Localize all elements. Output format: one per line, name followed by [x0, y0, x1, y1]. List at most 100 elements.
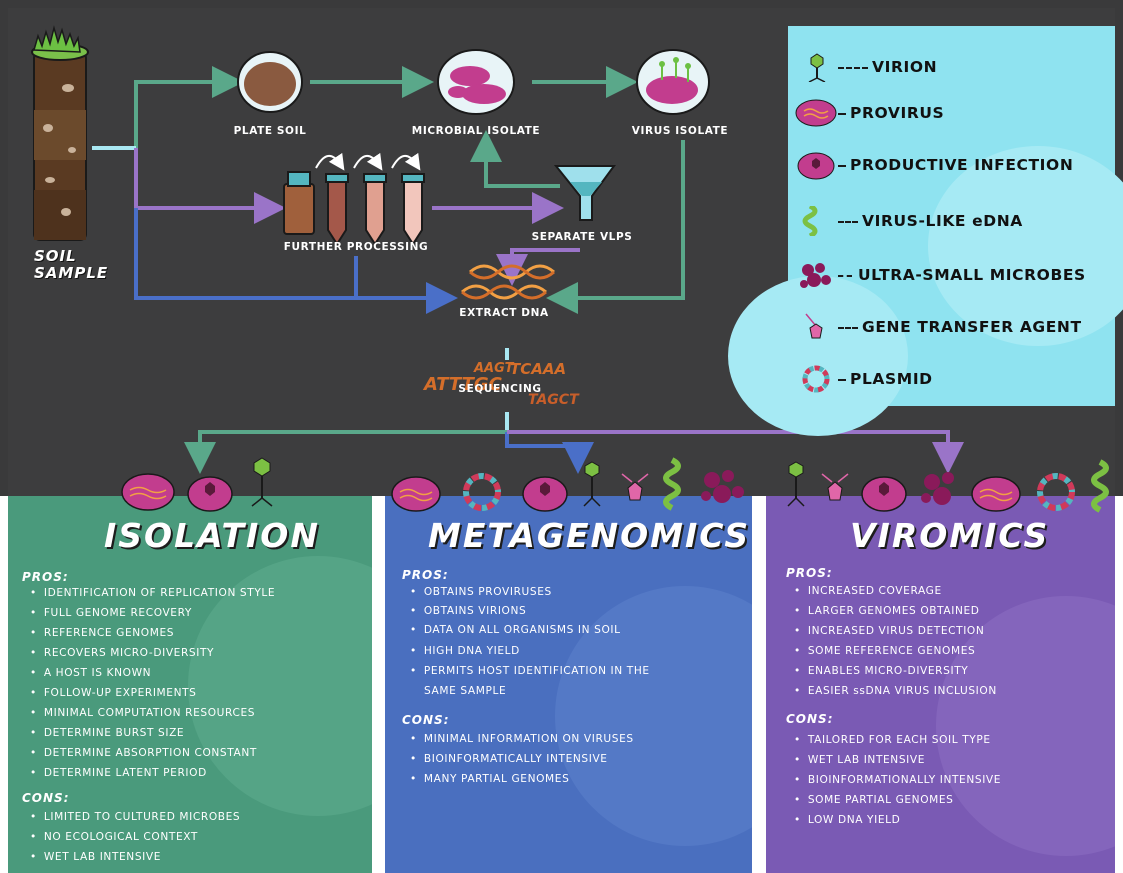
gene-transfer-agent-icon — [805, 313, 823, 339]
gene-transfer-agent-icon — [621, 473, 649, 501]
con-item: LIMITED TO CULTURED MICROBES — [30, 811, 240, 823]
pro-item: ENABLES MICRO-DIVERSITY — [794, 665, 968, 677]
pro-item: SAME SAMPLE — [424, 685, 507, 697]
pro-item: FOLLOW-UP EXPERIMENTS — [30, 687, 197, 699]
con-item: TAILORED FOR EACH SOIL TYPE — [794, 734, 991, 746]
con-item: NO ECOLOGICAL CONTEXT — [30, 831, 198, 843]
legend-dash — [838, 275, 852, 277]
plasmid-icon — [802, 365, 830, 393]
legend-label: PRODUCTIVE INFECTION — [850, 156, 1074, 174]
provirus-icon — [121, 473, 175, 511]
viromics-title: VIROMICS — [850, 516, 1050, 555]
pro-item: INCREASED COVERAGE — [794, 585, 942, 597]
pro-item: A HOST IS KNOWN — [30, 667, 151, 679]
arrow-to-metagenomics — [505, 432, 594, 474]
metagenomics-title: METAGENOMICS — [428, 516, 751, 555]
pro-item: OBTAINS VIRIONS — [410, 605, 526, 617]
cons-heading: CONS: — [786, 712, 834, 726]
ultra-small-microbes-icon — [921, 472, 954, 505]
isolation-title: ISOLATION — [104, 516, 320, 555]
pro-item: DETERMINE ABSORPTION CONSTANT — [30, 747, 257, 759]
pro-item: LARGER GENOMES OBTAINED — [794, 605, 980, 617]
further-processing-label: FURTHER PROCESSING — [284, 241, 429, 253]
plasmid-icon — [463, 473, 501, 511]
legend-row: VIRION — [788, 52, 1115, 82]
con-item: WET LAB INTENSIVE — [794, 754, 925, 766]
pro-item: DETERMINE LATENT PERIOD — [30, 767, 207, 779]
soil-core-icon — [31, 25, 89, 241]
extract-dna-label: EXTRACT DNA — [459, 307, 549, 319]
isolation-panel — [8, 496, 372, 873]
dna-helix-icon — [461, 264, 555, 300]
pro-item: FULL GENOME RECOVERY — [30, 607, 192, 619]
legend-dash — [838, 327, 858, 329]
legend-row: VIRUS-LIKE eDNA — [788, 206, 1115, 236]
sequence-fragment: TCAAA — [510, 360, 566, 378]
con-item: WET LAB INTENSIVE — [30, 851, 161, 863]
microbial-isolate-label: MICROBIAL ISOLATE — [412, 125, 540, 137]
pro-item: SOME REFERENCE GENOMES — [794, 645, 975, 657]
arrow-virus-to-extract — [546, 140, 685, 314]
con-item: LOW DNA YIELD — [794, 814, 900, 826]
arrow-vlps-to-extract — [496, 248, 580, 286]
legend-decoration — [928, 146, 1123, 346]
virus-isolate-dish-icon — [636, 49, 710, 115]
legend-label: PLASMID — [850, 370, 933, 388]
virion-icon — [787, 461, 805, 507]
legend-dash — [838, 67, 868, 69]
legend-decoration — [728, 276, 908, 436]
pro-item: RECOVERS MICRO-DIVERSITY — [30, 647, 214, 659]
productive-infection-icon — [797, 152, 835, 180]
virion-icon — [808, 53, 826, 82]
pro-item: IDENTIFICATION OF REPLICATION STYLE — [30, 587, 275, 599]
pro-item: PERMITS HOST IDENTIFICATION IN THE — [410, 665, 650, 677]
legend-label: VIRION — [872, 58, 938, 76]
further-processing-tubes-icon — [283, 152, 425, 246]
productive-infection-icon — [187, 476, 233, 512]
legend-dash — [838, 221, 858, 223]
ultra-small-microbes-icon — [701, 470, 744, 503]
legend-row: PROVIRUS — [788, 98, 1115, 128]
pro-item: OBTAINS PROVIRUSES — [410, 586, 552, 598]
pro-item: DETERMINE BURST SIZE — [30, 727, 184, 739]
pro-item: EASIER ssDNA VIRUS INCLUSION — [794, 685, 997, 697]
separate-vlps-label: SEPARATE VLPS — [532, 231, 633, 243]
pro-item: DATA ON ALL ORGANISMS IN SOIL — [410, 624, 621, 636]
provirus-icon — [971, 476, 1021, 512]
pros-heading: PROS: — [22, 570, 69, 584]
arrow-soil-to-extract — [134, 208, 458, 314]
plate-soil-label: PLATE SOIL — [234, 125, 307, 137]
sequence-fragment: ATTTGC — [422, 374, 503, 395]
organisms-row — [121, 457, 1109, 513]
legend-label: VIRUS-LIKE eDNA — [862, 212, 1023, 230]
legend-row: PLASMID — [788, 364, 1115, 394]
arrow-to-plate — [92, 66, 244, 150]
legend-label: GENE TRANSFER AGENT — [862, 318, 1082, 336]
legend-label: ULTRA-SMALL MICROBES — [858, 266, 1086, 284]
provirus-icon — [795, 99, 837, 127]
con-item: BIOINFORMATICALLY INTENSIVE — [410, 753, 608, 765]
pro-item: INCREASED VIRUS DETECTION — [794, 625, 984, 637]
con-item: BIOINFORMATIONALLY INTENSIVE — [794, 774, 1001, 786]
sequence-fragment: TAGCT — [528, 392, 580, 408]
arrow-to-isolation — [184, 430, 507, 474]
plasmid-icon — [1037, 473, 1075, 511]
pros-heading: PROS: — [402, 568, 449, 582]
legend-row: PRODUCTIVE INFECTION — [788, 150, 1115, 180]
filter-funnel-icon — [553, 165, 616, 221]
con-item: MANY PARTIAL GENOMES — [410, 773, 569, 785]
cons-heading: CONS: — [402, 713, 450, 727]
virus-like-edna-icon — [1091, 459, 1109, 513]
arrow-to-further-processing — [134, 148, 286, 224]
productive-infection-icon — [522, 476, 568, 512]
legend-label: PROVIRUS — [850, 104, 945, 122]
legend-dash — [838, 165, 846, 167]
virus-like-edna-icon — [663, 457, 681, 511]
productive-infection-icon — [861, 476, 907, 512]
provirus-icon — [391, 476, 441, 512]
legend-row: ULTRA-SMALL MICROBES — [788, 260, 1115, 290]
arrow-to-viromics — [507, 430, 964, 474]
legend: VIRION PROVIRUS PRODUCTIVE INFECTION VIR… — [728, 26, 1123, 436]
